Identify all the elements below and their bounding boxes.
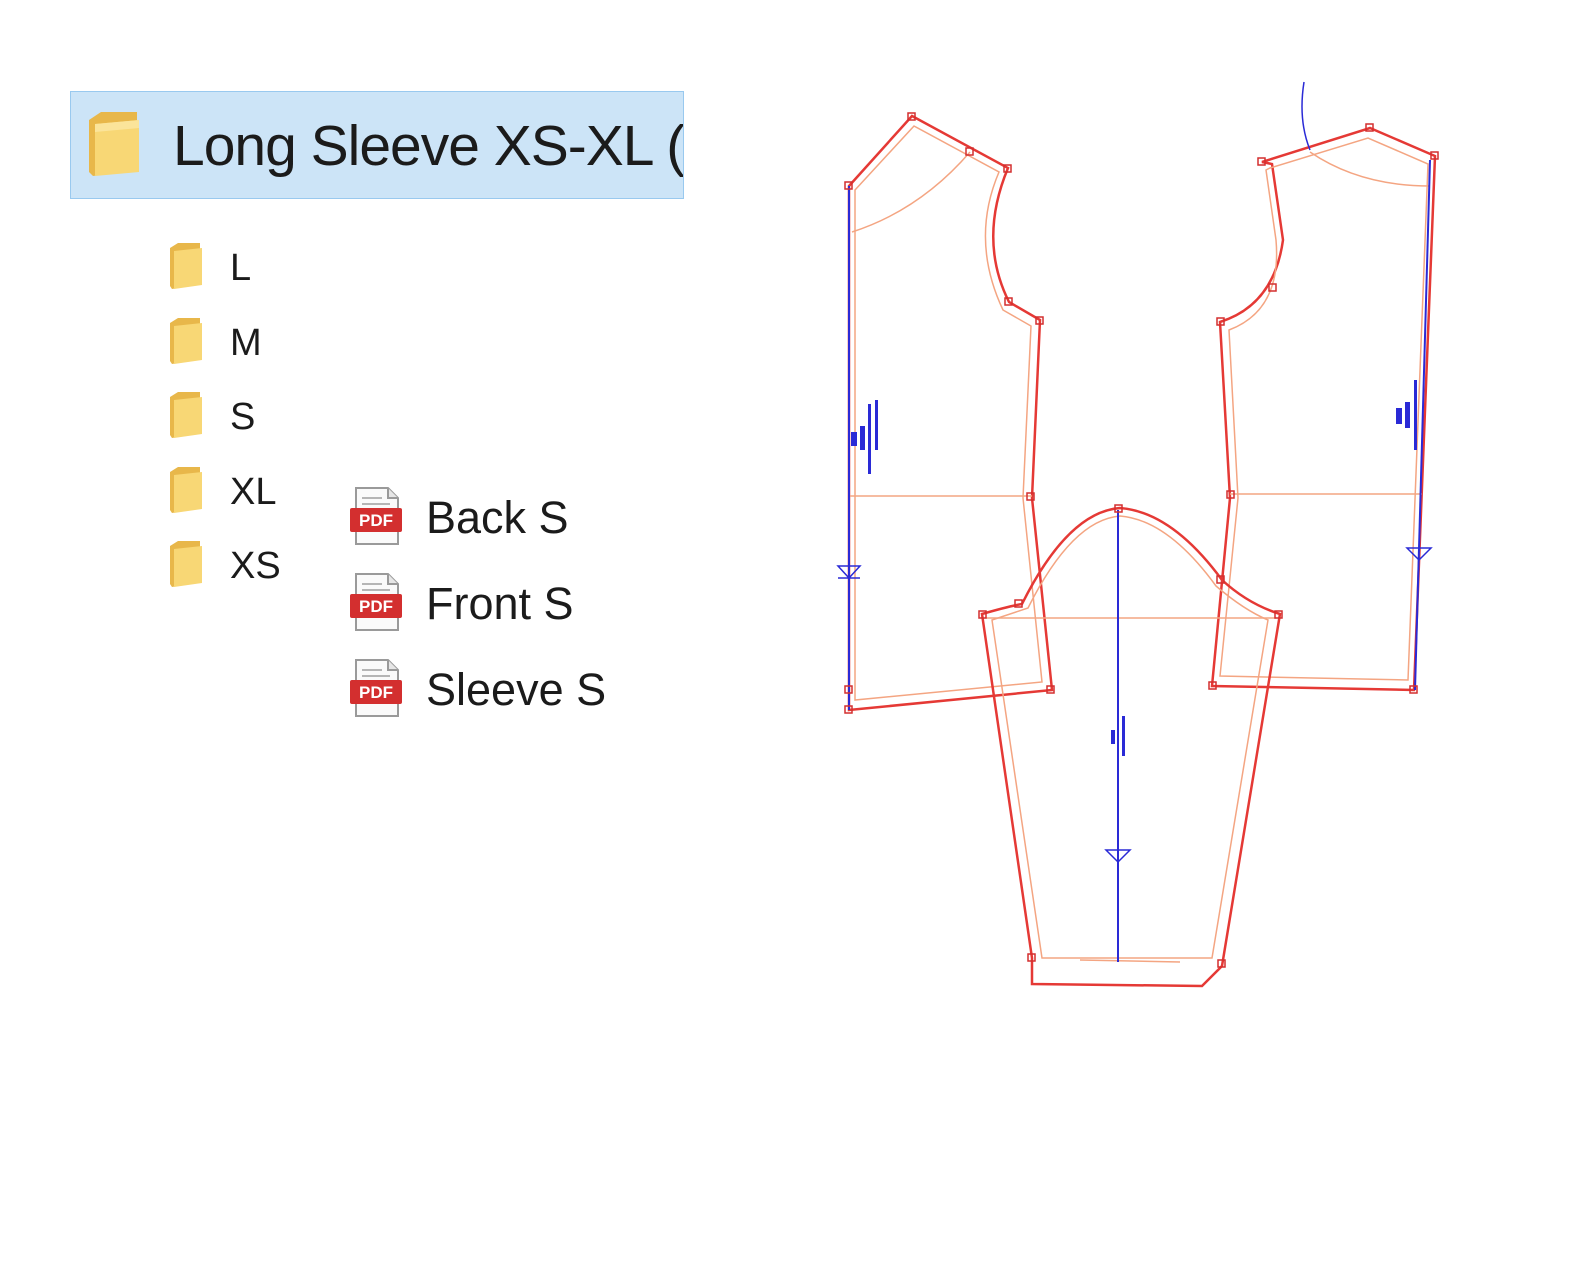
sleeve-grain-arrow	[1104, 849, 1132, 864]
sleeve-hem-line	[1079, 959, 1181, 963]
sleeve-cut-line	[980, 506, 1282, 988]
folder-icon	[170, 243, 202, 289]
front-piece	[1208, 81, 1439, 694]
folder-icon	[170, 467, 202, 513]
back-cut-line	[847, 114, 1054, 712]
folder-icon	[89, 112, 139, 176]
folder-label: XS	[230, 545, 281, 587]
pdf-file-icon: PDF	[350, 487, 402, 545]
folder-label: XL	[230, 471, 277, 513]
pdf-file-icon: PDF	[350, 573, 402, 631]
front-grain-line	[1414, 159, 1431, 691]
front-reference-curve	[1301, 81, 1311, 151]
back-piece	[836, 112, 1055, 714]
front-neck-curve	[1309, 151, 1431, 187]
selected-folder-row[interactable]: Long Sleeve XS-XL (	[70, 91, 684, 199]
back-annotations	[851, 400, 878, 474]
sleeve-notches	[978, 504, 1283, 968]
folder-icon	[170, 318, 202, 364]
back-neck-curve	[851, 151, 971, 233]
file-label: Back S	[426, 492, 569, 543]
back-grain-arrow	[836, 565, 862, 580]
folder-title: Long Sleeve XS-XL (	[173, 114, 684, 178]
pdf-badge: PDF	[359, 683, 393, 702]
front-annotations	[1396, 380, 1417, 450]
folder-icon	[170, 541, 202, 587]
front-seam-line	[1219, 137, 1429, 681]
folder-icon	[170, 392, 202, 438]
pdf-badge: PDF	[359, 511, 393, 530]
front-notches	[1208, 123, 1439, 694]
folder-label: L	[230, 247, 252, 289]
pdf-file-icon: PDF	[350, 659, 402, 717]
folder-label: M	[230, 322, 262, 364]
sleeve-seam-line	[991, 515, 1269, 959]
front-grain-arrow	[1405, 547, 1433, 562]
front-cut-line	[1210, 126, 1437, 692]
sleeve-piece	[978, 504, 1283, 988]
folder-label: S	[230, 396, 256, 438]
back-seam-line	[854, 125, 1043, 701]
file-label: Front S	[426, 578, 574, 629]
back-notches	[844, 112, 1055, 714]
file-label: Sleeve S	[426, 664, 607, 715]
pdf-badge: PDF	[359, 597, 393, 616]
sleeve-annotations	[1111, 716, 1125, 756]
